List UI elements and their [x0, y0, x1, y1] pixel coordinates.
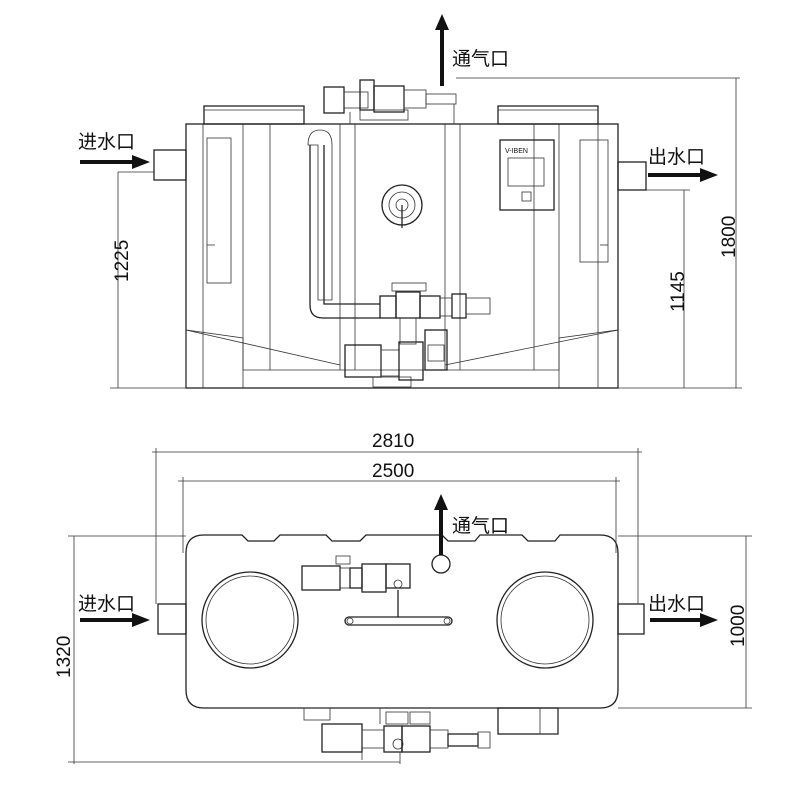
top-outlet-label: 出水口: [648, 593, 705, 615]
top-inlet-label: 进水口: [78, 593, 135, 615]
panel-brand-text: V-IBEN: [505, 148, 528, 155]
front-vent-label: 通气口: [452, 48, 509, 70]
front-inlet-label: 进水口: [78, 131, 135, 153]
left-manhole: [201, 571, 299, 669]
dim-total-height: 1800: [719, 216, 740, 258]
dim-tank-length: 2500: [372, 461, 414, 482]
top-inlet-pipe: [157, 603, 187, 635]
top-bar: [344, 616, 453, 626]
top-vent-arrow: [434, 494, 448, 555]
right-manhole: [496, 571, 594, 669]
front-outlet-label: 出水口: [648, 146, 705, 168]
dim-tank-width: 1000: [728, 605, 749, 647]
dim-overall-length: 2810: [372, 431, 414, 452]
tank-body-front: [185, 123, 619, 389]
front-vent-arrow: [435, 14, 449, 86]
top-outlet-arrow: [650, 613, 718, 627]
front-view: V-IBEN: [153, 79, 647, 389]
top-outlet-pipe: [617, 603, 645, 635]
left-lid: [203, 105, 305, 125]
tank-outline-top: [185, 534, 619, 709]
top-dim-lines: [68, 448, 752, 764]
control-panel: [499, 139, 555, 211]
front-inlet-arrow: [80, 155, 150, 169]
dim-overall-width: 1320: [54, 636, 75, 678]
front-outlet-arrow: [648, 168, 718, 182]
inlet-pipe: [153, 149, 187, 181]
vent-circle: [431, 554, 451, 574]
front-dim-lines: [110, 77, 742, 389]
top-view: [157, 534, 645, 764]
dim-outlet-height: 1145: [668, 271, 689, 312]
top-vent-label: 通气口: [452, 515, 509, 537]
right-lid: [497, 105, 599, 125]
top-inlet-arrow: [80, 613, 150, 627]
outlet-pipe: [617, 161, 647, 191]
dim-inlet-height: 1225: [112, 240, 133, 282]
